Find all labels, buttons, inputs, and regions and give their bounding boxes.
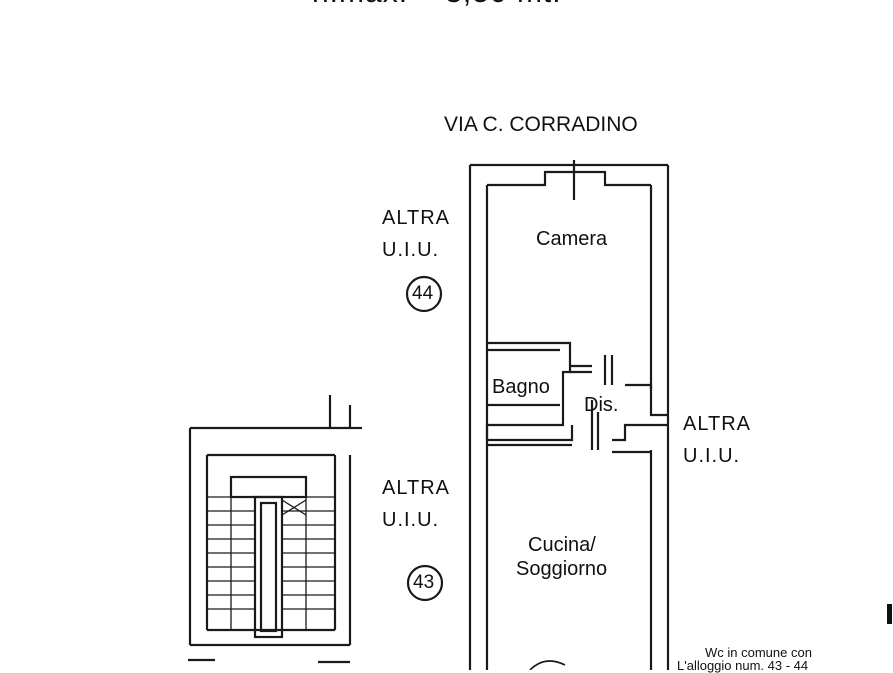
neighbor-line1: ALTRA (382, 477, 450, 499)
room-label-camera: Camera (536, 228, 608, 250)
stair-treads (207, 496, 335, 630)
bathroom-walls (487, 341, 592, 427)
unit-43-circle (406, 564, 444, 602)
neighbor-line2: U.I.U. (683, 445, 741, 467)
unit-number-44: 44 (412, 283, 434, 304)
neighbor-line2: U.I.U. (382, 239, 440, 261)
neighbor-label-top-left: ALTRA U.I.U. (382, 202, 450, 266)
shared-wc-note: Wc in comune con L'alloggio num. 43 - 44 (677, 646, 812, 672)
neighbor-line2: U.I.U. (382, 509, 440, 531)
room-label-dis: Dis. (584, 394, 619, 416)
door-arc (529, 660, 566, 670)
height-note: h.max. = 3,50 mt. (312, 0, 562, 10)
note-line2: L'alloggio num. 43 - 44 (677, 658, 809, 673)
room-label-bagno: Bagno (492, 376, 550, 398)
neighbor-label-right: ALTRA U.I.U. (683, 408, 751, 472)
neighbor-label-bottom-left: ALTRA U.I.U. (382, 472, 450, 536)
corridor-walls (485, 355, 668, 454)
room-label-cucina: Cucina/ (528, 534, 596, 556)
neighbor-line1: ALTRA (683, 413, 751, 435)
room-label-soggiorno: Soggiorno (516, 558, 608, 580)
unit-44-circle (405, 275, 443, 313)
neighbor-line1: ALTRA (382, 207, 450, 229)
street-name: VIA C. CORRADINO (444, 113, 638, 136)
note-line1: Wc in comune con (705, 645, 812, 660)
edge-mark (887, 604, 892, 624)
unit-number-43: 43 (413, 572, 435, 593)
stairwell (188, 395, 362, 664)
